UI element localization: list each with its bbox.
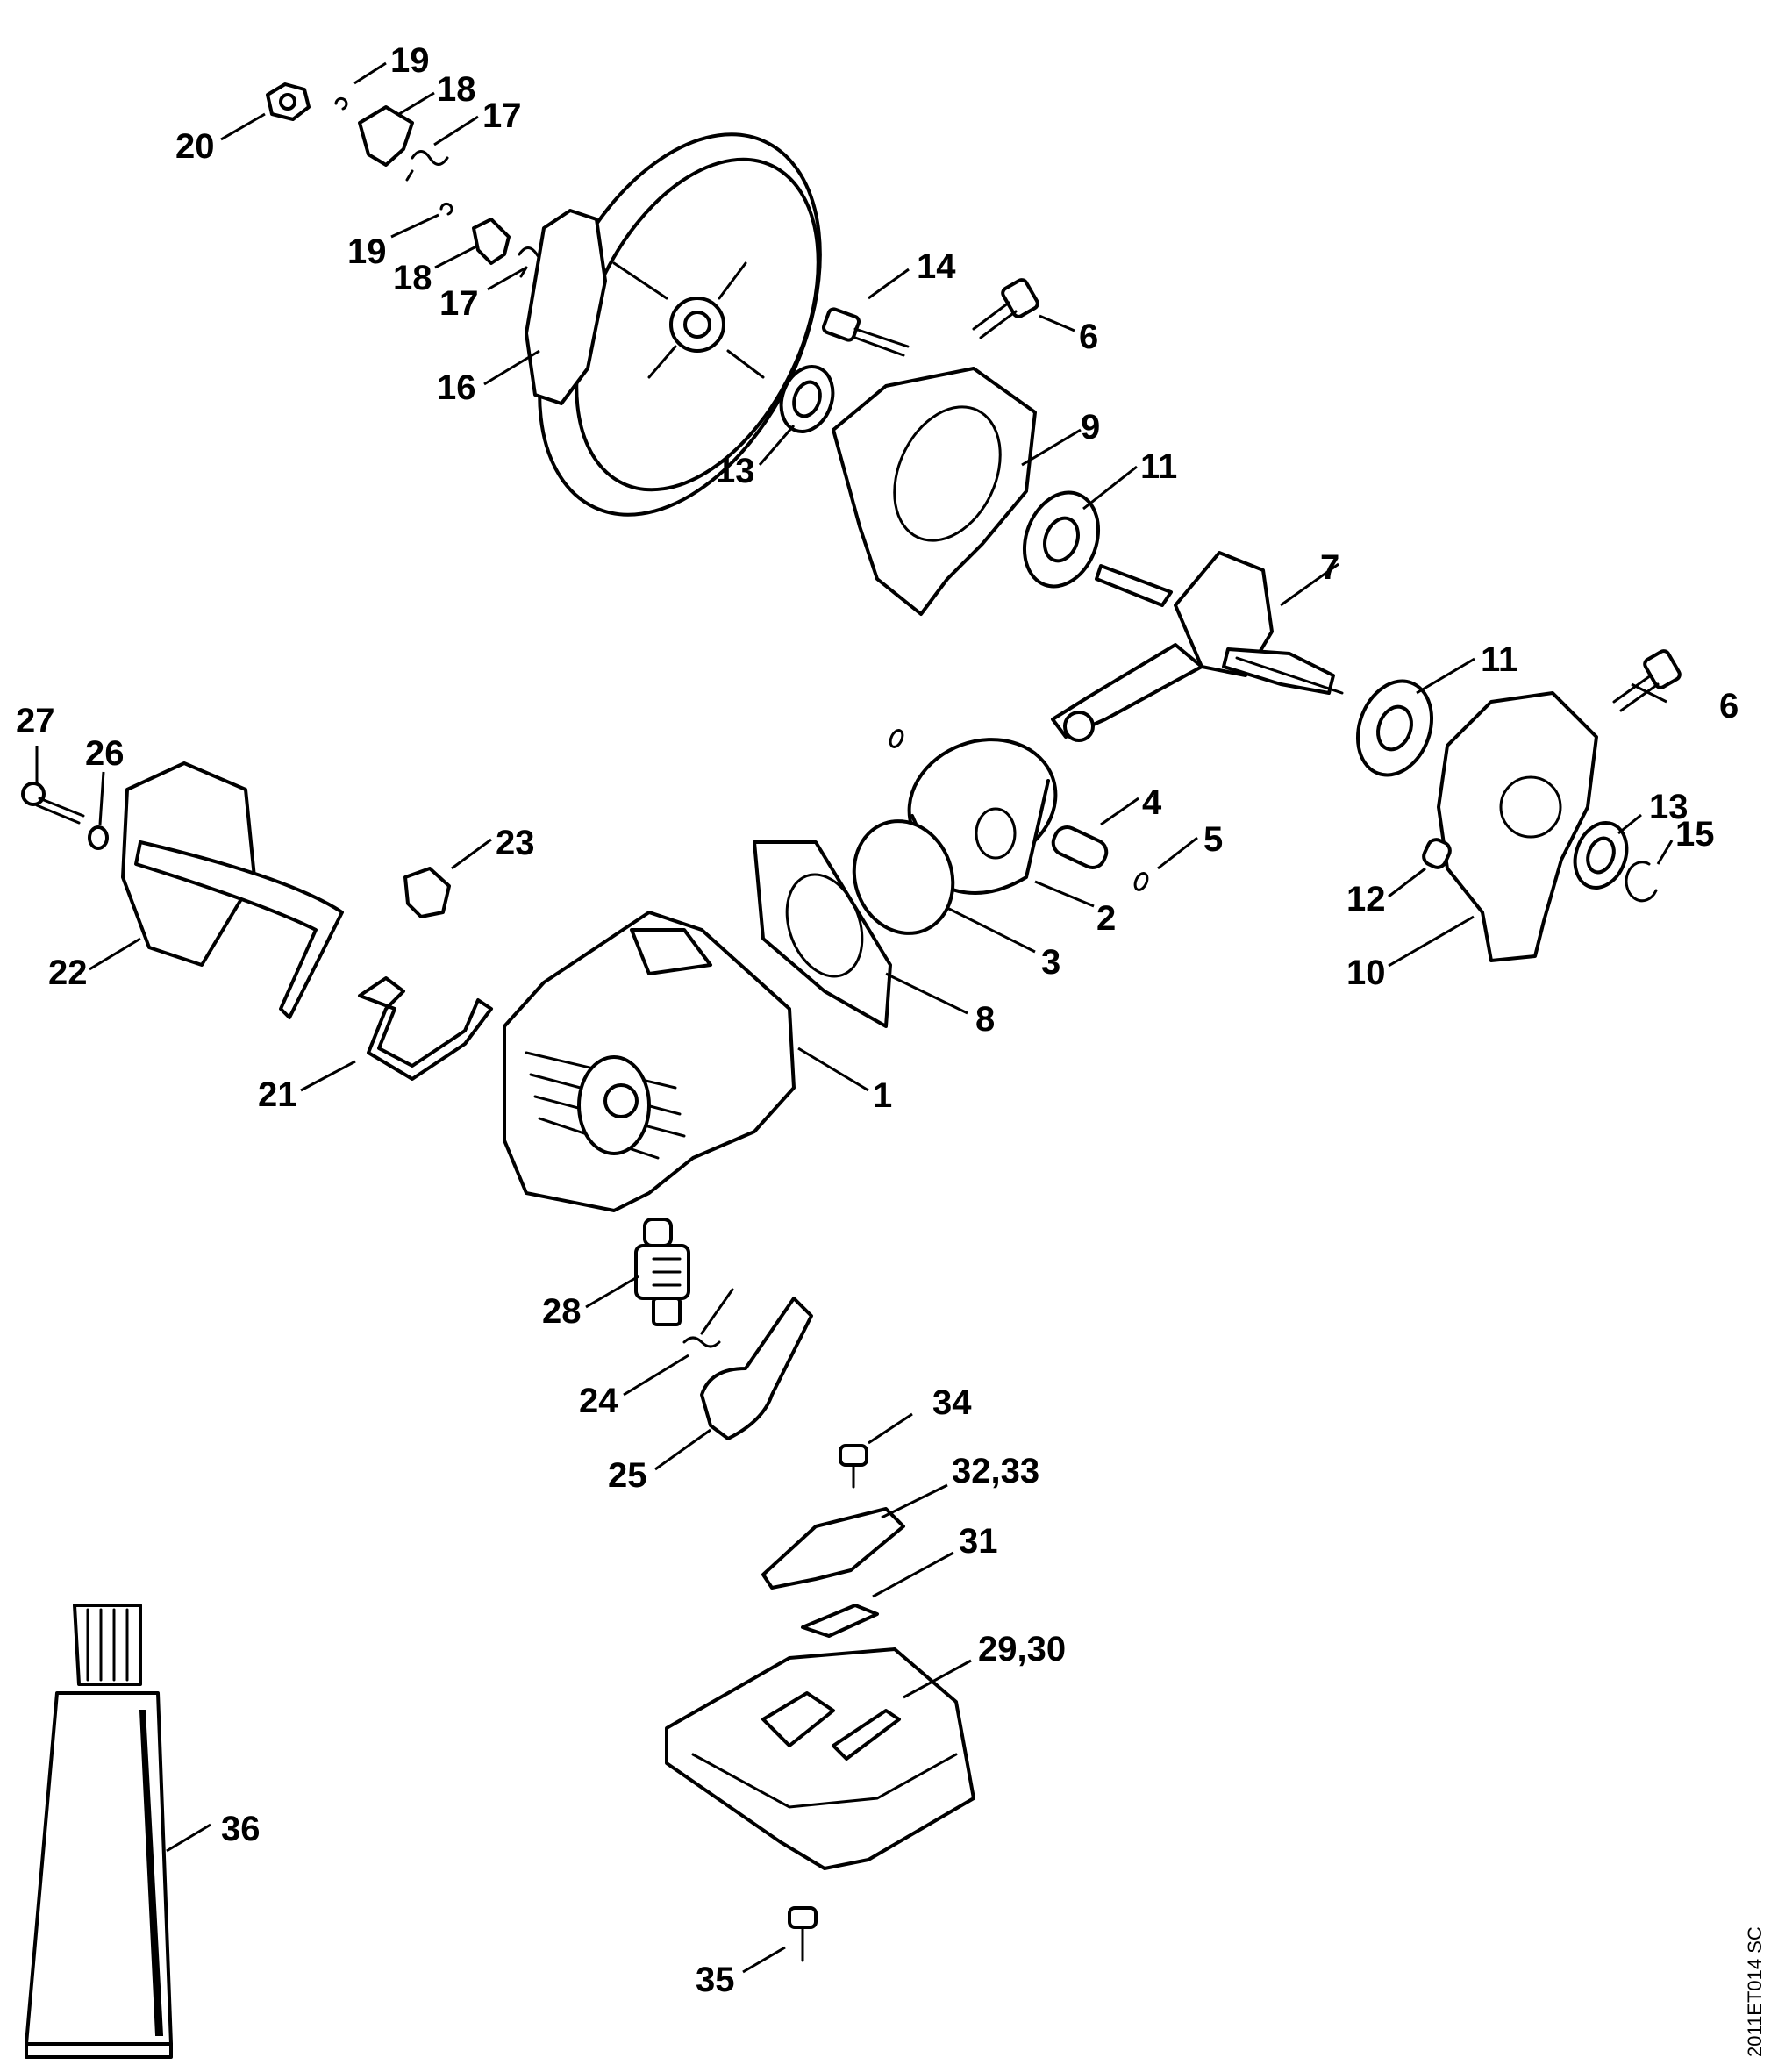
leader-lines — [35, 61, 1674, 1974]
callout-18-lower: 18 — [393, 259, 432, 297]
callout-8: 8 — [975, 1000, 995, 1039]
pawl-part-18-lower — [472, 218, 511, 265]
callout-19-upper: 19 — [390, 41, 430, 80]
callout-26: 26 — [85, 734, 125, 773]
callout-31: 31 — [959, 1522, 998, 1561]
clip-part-19-upper — [334, 96, 348, 111]
nut-part-20 — [266, 82, 311, 121]
callout-2: 2 — [1096, 899, 1116, 938]
callout-10: 10 — [1346, 954, 1386, 992]
callout-28: 28 — [542, 1292, 582, 1331]
callout-15: 15 — [1675, 815, 1715, 854]
block-part-23 — [403, 867, 451, 918]
crankshaft-part-7 — [1051, 551, 1344, 742]
clip-part-19-lower — [439, 202, 453, 216]
callout-29-30: 29,30 — [978, 1630, 1066, 1668]
seal-part-13-upper — [779, 365, 835, 433]
callout-27: 27 — [16, 702, 55, 740]
callout-labels: 1 2 3 4 5 6 6 7 8 9 10 11 11 12 13 13 14… — [16, 41, 1739, 1999]
callout-20: 20 — [175, 127, 215, 166]
screw-part-6-lower — [1612, 649, 1682, 712]
callout-16: 16 — [437, 368, 476, 407]
plug-boot-part-25 — [700, 1297, 813, 1440]
flywheel-part-16 — [525, 132, 822, 517]
callout-3: 3 — [1041, 943, 1060, 982]
callout-9: 9 — [1081, 408, 1100, 447]
crankcase-part-10-bore — [1499, 775, 1562, 839]
screw-part-14 — [821, 307, 910, 357]
screw-part-35 — [788, 1906, 818, 1962]
callout-18-upper: 18 — [437, 70, 476, 109]
callout-17-upper: 17 — [482, 96, 522, 135]
piston-ring-part-3 — [852, 819, 955, 935]
plate-part-32-33 — [761, 1507, 905, 1590]
callout-7: 7 — [1320, 548, 1339, 587]
gasket-part-31 — [801, 1604, 879, 1638]
callout-1: 1 — [873, 1076, 892, 1115]
seal-part-13-lower — [1573, 821, 1629, 890]
spring-part-17-upper — [405, 150, 449, 182]
clip-part-5 — [1133, 872, 1149, 891]
dowel-part-12 — [1422, 838, 1452, 869]
callout-21: 21 — [258, 1075, 297, 1114]
callout-12: 12 — [1346, 880, 1386, 918]
callout-25: 25 — [608, 1456, 647, 1495]
callout-32-33: 32,33 — [952, 1452, 1039, 1490]
clip-part-5-upper — [889, 729, 904, 748]
crankcase-part-10 — [1437, 691, 1598, 962]
spring-part-24 — [682, 1288, 734, 1348]
callout-34: 34 — [932, 1383, 972, 1422]
pawl-part-18-upper — [358, 105, 414, 167]
wire-bracket-part-21 — [358, 976, 493, 1081]
callout-11-lower: 11 — [1481, 640, 1517, 679]
cylinder-part-1 — [503, 911, 796, 1212]
callout-19-lower: 19 — [347, 232, 387, 271]
washer-part-26 — [88, 825, 109, 850]
callout-22: 22 — [48, 954, 88, 992]
circlip-part-15 — [1625, 861, 1658, 903]
callout-5: 5 — [1203, 820, 1223, 859]
gasket-part-8 — [753, 840, 892, 1028]
spark-plug-part-28 — [634, 1218, 690, 1326]
callout-13-upper: 13 — [716, 452, 755, 490]
gasket-part-8-hole — [785, 873, 864, 978]
callout-17-lower: 17 — [439, 284, 479, 323]
muffler-part-29-30 — [665, 1647, 975, 1870]
callout-35: 35 — [696, 1961, 735, 1999]
crankcase-part-9 — [832, 367, 1037, 616]
bearing-part-11-upper — [1022, 490, 1101, 589]
callout-6-upper: 6 — [1079, 318, 1098, 356]
screw-part-27 — [21, 782, 85, 825]
callout-23: 23 — [496, 824, 535, 862]
figure-code: 2011ET014 SC — [1744, 1926, 1766, 2057]
callout-4: 4 — [1142, 783, 1162, 822]
piston-pin-part-4 — [1051, 825, 1109, 869]
screw-part-6-upper — [972, 278, 1039, 339]
callout-14: 14 — [917, 247, 956, 286]
bearing-part-11-lower — [1355, 679, 1434, 777]
callout-24: 24 — [579, 1382, 618, 1420]
grease-tube-part-36 — [25, 1604, 173, 2059]
ignition-module-part-22 — [121, 761, 344, 1019]
callout-11-upper: 11 — [1140, 447, 1177, 486]
callout-13-lower: 13 — [1649, 788, 1689, 826]
callout-36: 36 — [221, 1810, 261, 1848]
crankcase-part-9-bore — [893, 405, 1002, 542]
callout-6-lower: 6 — [1719, 687, 1739, 725]
screw-part-34 — [839, 1444, 868, 1489]
